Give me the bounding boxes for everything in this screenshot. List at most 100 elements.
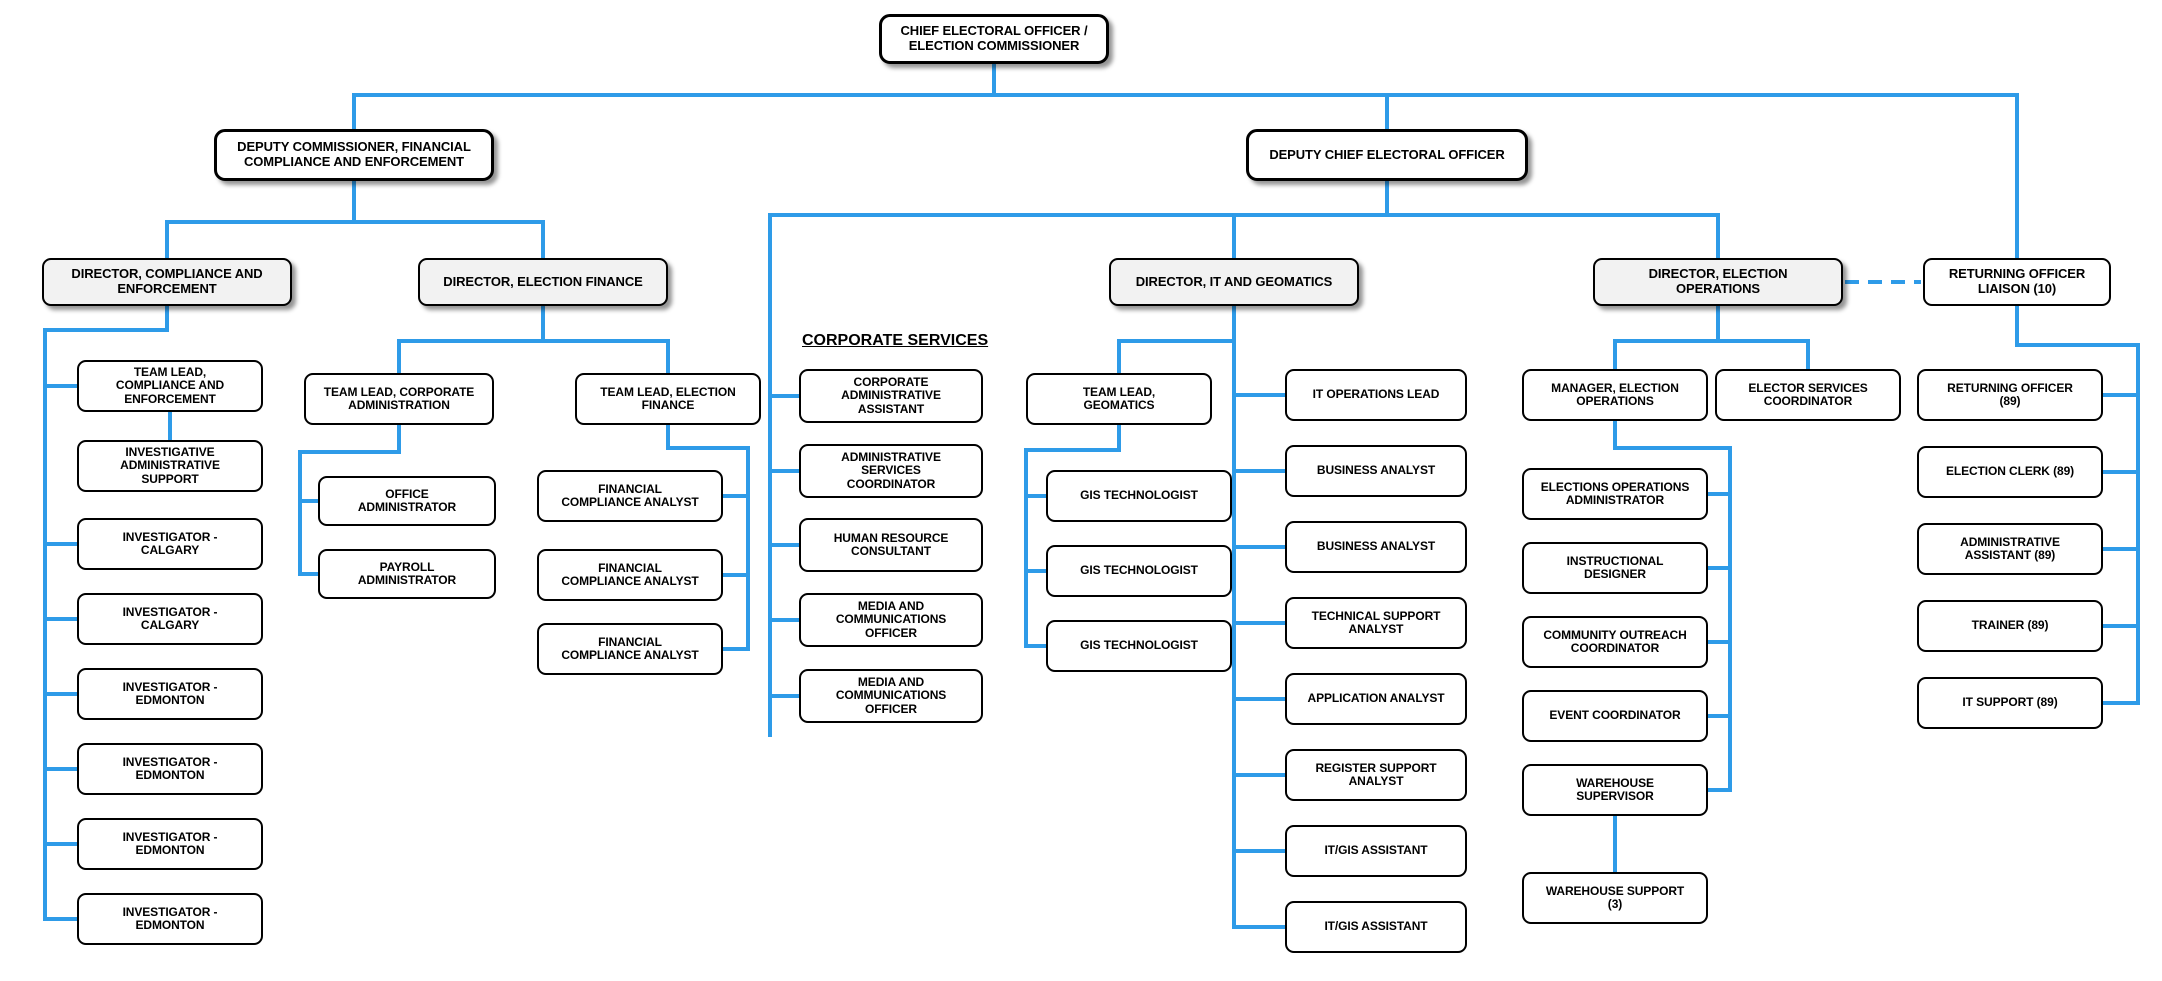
- org-node-corp-admin-assistant[interactable]: CORPORATE ADMINISTRATIVE ASSISTANT: [799, 369, 983, 423]
- org-node-business-analyst-1[interactable]: BUSINESS ANALYST: [1285, 445, 1467, 497]
- org-node-label-trainer: TRAINER (89): [1971, 618, 2049, 633]
- org-node-payroll-administrator[interactable]: PAYROLL ADMINISTRATOR: [318, 549, 496, 599]
- org-node-label-fin-compliance-analyst-3: FINANCIAL COMPLIANCE ANALYST: [561, 634, 699, 662]
- org-node-admin-services-coordinator[interactable]: ADMINISTRATIVE SERVICES COORDINATOR: [799, 444, 983, 498]
- org-node-label-ro-liaison: RETURNING OFFICER LIAISON (10): [1948, 266, 2086, 296]
- org-node-returning-officer[interactable]: RETURNING OFFICER (89): [1917, 369, 2103, 421]
- org-node-technical-support-analyst[interactable]: TECHNICAL SUPPORT ANALYST: [1285, 597, 1467, 649]
- org-node-office-administrator[interactable]: OFFICE ADMINISTRATOR: [318, 476, 496, 526]
- org-node-elections-ops-administrator[interactable]: ELECTIONS OPERATIONS ADMINISTRATOR: [1522, 468, 1708, 520]
- org-node-label-register-support-analyst: REGISTER SUPPORT ANALYST: [1315, 760, 1437, 788]
- org-node-tl-election-finance[interactable]: TEAM LEAD, ELECTION FINANCE: [575, 373, 761, 425]
- org-node-instructional-designer[interactable]: INSTRUCTIONAL DESIGNER: [1522, 542, 1708, 594]
- org-node-fin-compliance-analyst-1[interactable]: FINANCIAL COMPLIANCE ANALYST: [537, 470, 723, 522]
- org-node-label-community-outreach-coordinator: COMMUNITY OUTREACH COORDINATOR: [1543, 627, 1687, 655]
- org-node-elector-services-coordinator[interactable]: ELECTOR SERVICES COORDINATOR: [1715, 369, 1901, 421]
- org-node-hr-consultant[interactable]: HUMAN RESOURCE CONSULTANT: [799, 518, 983, 572]
- org-node-label-gis-technologist-1: GIS TECHNOLOGIST: [1080, 488, 1198, 503]
- org-node-label-inv-admin-support: INVESTIGATIVE ADMINISTRATIVE SUPPORT: [120, 444, 220, 486]
- org-node-warehouse-supervisor[interactable]: WAREHOUSE SUPERVISOR: [1522, 764, 1708, 816]
- org-node-label-elector-services-coordinator: ELECTOR SERVICES COORDINATOR: [1748, 380, 1868, 408]
- org-node-label-investigator-calgary-1: INVESTIGATOR - CALGARY: [122, 529, 218, 557]
- org-node-media-comms-officer-1[interactable]: MEDIA AND COMMUNICATIONS OFFICER: [799, 593, 983, 647]
- org-node-media-comms-officer-2[interactable]: MEDIA AND COMMUNICATIONS OFFICER: [799, 669, 983, 723]
- org-node-label-media-comms-officer-2: MEDIA AND COMMUNICATIONS OFFICER: [835, 674, 947, 716]
- org-node-investigator-calgary-2[interactable]: INVESTIGATOR - CALGARY: [77, 593, 263, 645]
- org-node-label-dir-compliance: DIRECTOR, COMPLIANCE AND ENFORCEMENT: [71, 266, 263, 296]
- org-node-label-returning-officer: RETURNING OFFICER (89): [1947, 380, 2073, 408]
- org-node-fin-compliance-analyst-2[interactable]: FINANCIAL COMPLIANCE ANALYST: [537, 549, 723, 601]
- org-node-inv-admin-support[interactable]: INVESTIGATIVE ADMINISTRATIVE SUPPORT: [77, 440, 263, 492]
- org-node-label-warehouse-support: WAREHOUSE SUPPORT (3): [1545, 883, 1685, 911]
- org-node-label-media-comms-officer-1: MEDIA AND COMMUNICATIONS OFFICER: [835, 598, 947, 640]
- org-node-label-office-administrator: OFFICE ADMINISTRATOR: [357, 486, 457, 514]
- org-node-label-technical-support-analyst: TECHNICAL SUPPORT ANALYST: [1311, 608, 1441, 636]
- org-node-label-it-support: IT SUPPORT (89): [1962, 695, 2058, 710]
- org-node-community-outreach-coordinator[interactable]: COMMUNITY OUTREACH COORDINATOR: [1522, 616, 1708, 668]
- org-node-label-hr-consultant: HUMAN RESOURCE CONSULTANT: [833, 530, 949, 558]
- org-node-label-gis-technologist-2: GIS TECHNOLOGIST: [1080, 563, 1198, 578]
- org-node-label-ceo: CHIEF ELECTORAL OFFICER / ELECTION COMMI…: [900, 23, 1088, 53]
- org-node-it-support[interactable]: IT SUPPORT (89): [1917, 677, 2103, 729]
- org-node-label-tl-election-finance: TEAM LEAD, ELECTION FINANCE: [600, 384, 736, 412]
- org-node-tl-compliance[interactable]: TEAM LEAD, COMPLIANCE AND ENFORCEMENT: [77, 360, 263, 412]
- org-node-it-operations-lead[interactable]: IT OPERATIONS LEAD: [1285, 369, 1467, 421]
- org-node-tl-geomatics[interactable]: TEAM LEAD, GEOMATICS: [1026, 373, 1212, 425]
- org-node-warehouse-support[interactable]: WAREHOUSE SUPPORT (3): [1522, 872, 1708, 924]
- org-node-deputy-ceo[interactable]: DEPUTY CHIEF ELECTORAL OFFICER: [1246, 129, 1528, 181]
- org-node-ceo[interactable]: CHIEF ELECTORAL OFFICER / ELECTION COMMI…: [879, 14, 1109, 64]
- org-node-label-admin-services-coordinator: ADMINISTRATIVE SERVICES COORDINATOR: [841, 449, 941, 491]
- org-node-label-it-operations-lead: IT OPERATIONS LEAD: [1312, 387, 1440, 402]
- org-node-gis-technologist-1[interactable]: GIS TECHNOLOGIST: [1046, 470, 1232, 522]
- org-node-label-instructional-designer: INSTRUCTIONAL DESIGNER: [1566, 553, 1664, 581]
- org-node-label-business-analyst-2: BUSINESS ANALYST: [1316, 539, 1436, 554]
- org-node-label-it-gis-assistant-1: IT/GIS ASSISTANT: [1324, 843, 1428, 858]
- org-node-label-payroll-administrator: PAYROLL ADMINISTRATOR: [357, 559, 457, 587]
- org-node-label-elections-ops-administrator: ELECTIONS OPERATIONS ADMINISTRATOR: [1540, 479, 1690, 507]
- org-node-election-clerk[interactable]: ELECTION CLERK (89): [1917, 446, 2103, 498]
- org-node-investigator-edmonton-3[interactable]: INVESTIGATOR - EDMONTON: [77, 818, 263, 870]
- org-node-label-investigator-edmonton-2: INVESTIGATOR - EDMONTON: [122, 754, 218, 782]
- org-node-label-dir-election-ops: DIRECTOR, ELECTION OPERATIONS: [1648, 266, 1788, 296]
- org-node-register-support-analyst[interactable]: REGISTER SUPPORT ANALYST: [1285, 749, 1467, 801]
- org-node-label-fin-compliance-analyst-2: FINANCIAL COMPLIANCE ANALYST: [561, 560, 699, 588]
- org-node-label-investigator-edmonton-1: INVESTIGATOR - EDMONTON: [122, 679, 218, 707]
- org-node-investigator-edmonton-4[interactable]: INVESTIGATOR - EDMONTON: [77, 893, 263, 945]
- org-node-dir-election-ops[interactable]: DIRECTOR, ELECTION OPERATIONS: [1593, 258, 1843, 306]
- org-node-dir-it-geomatics[interactable]: DIRECTOR, IT AND GEOMATICS: [1109, 258, 1359, 306]
- org-node-investigator-calgary-1[interactable]: INVESTIGATOR - CALGARY: [77, 518, 263, 570]
- org-node-investigator-edmonton-2[interactable]: INVESTIGATOR - EDMONTON: [77, 743, 263, 795]
- org-node-label-fin-compliance-analyst-1: FINANCIAL COMPLIANCE ANALYST: [561, 481, 699, 509]
- org-node-event-coordinator[interactable]: EVENT COORDINATOR: [1522, 690, 1708, 742]
- org-node-dir-compliance[interactable]: DIRECTOR, COMPLIANCE AND ENFORCEMENT: [42, 258, 292, 306]
- org-node-label-investigator-calgary-2: INVESTIGATOR - CALGARY: [122, 604, 218, 632]
- org-node-label-corp-admin-assistant: CORPORATE ADMINISTRATIVE ASSISTANT: [841, 374, 941, 416]
- org-node-manager-election-ops[interactable]: MANAGER, ELECTION OPERATIONS: [1522, 369, 1708, 421]
- org-node-label-dir-it-geomatics: DIRECTOR, IT AND GEOMATICS: [1135, 273, 1333, 289]
- org-node-gis-technologist-3[interactable]: GIS TECHNOLOGIST: [1046, 620, 1232, 672]
- org-node-label-tl-corporate-admin: TEAM LEAD, CORPORATE ADMINISTRATION: [323, 384, 475, 412]
- org-node-label-manager-election-ops: MANAGER, ELECTION OPERATIONS: [1551, 380, 1679, 408]
- org-node-it-gis-assistant-2[interactable]: IT/GIS ASSISTANT: [1285, 901, 1467, 953]
- org-node-fin-compliance-analyst-3[interactable]: FINANCIAL COMPLIANCE ANALYST: [537, 623, 723, 675]
- org-node-label-it-gis-assistant-2: IT/GIS ASSISTANT: [1324, 919, 1428, 934]
- org-node-application-analyst[interactable]: APPLICATION ANALYST: [1285, 673, 1467, 725]
- org-node-label-deputy-ceo: DEPUTY CHIEF ELECTORAL OFFICER: [1269, 146, 1505, 162]
- org-node-dir-election-finance[interactable]: DIRECTOR, ELECTION FINANCE: [418, 258, 668, 306]
- org-node-business-analyst-2[interactable]: BUSINESS ANALYST: [1285, 521, 1467, 573]
- org-node-label-dir-election-finance: DIRECTOR, ELECTION FINANCE: [443, 273, 643, 289]
- org-node-tl-corporate-admin[interactable]: TEAM LEAD, CORPORATE ADMINISTRATION: [304, 373, 494, 425]
- org-node-label-tl-geomatics: TEAM LEAD, GEOMATICS: [1082, 384, 1156, 412]
- org-node-label-election-clerk: ELECTION CLERK (89): [1945, 464, 2075, 479]
- org-node-label-deputy-commissioner: DEPUTY COMMISSIONER, FINANCIAL COMPLIANC…: [237, 139, 471, 169]
- org-node-label-tl-compliance: TEAM LEAD, COMPLIANCE AND ENFORCEMENT: [115, 364, 225, 406]
- org-node-administrative-assistant[interactable]: ADMINISTRATIVE ASSISTANT (89): [1917, 523, 2103, 575]
- org-node-investigator-edmonton-1[interactable]: INVESTIGATOR - EDMONTON: [77, 668, 263, 720]
- org-node-it-gis-assistant-1[interactable]: IT/GIS ASSISTANT: [1285, 825, 1467, 877]
- org-node-label-investigator-edmonton-4: INVESTIGATOR - EDMONTON: [122, 904, 218, 932]
- org-node-deputy-commissioner[interactable]: DEPUTY COMMISSIONER, FINANCIAL COMPLIANC…: [214, 129, 494, 181]
- org-node-gis-technologist-2[interactable]: GIS TECHNOLOGIST: [1046, 545, 1232, 597]
- org-node-ro-liaison[interactable]: RETURNING OFFICER LIAISON (10): [1923, 258, 2111, 306]
- org-node-trainer[interactable]: TRAINER (89): [1917, 600, 2103, 652]
